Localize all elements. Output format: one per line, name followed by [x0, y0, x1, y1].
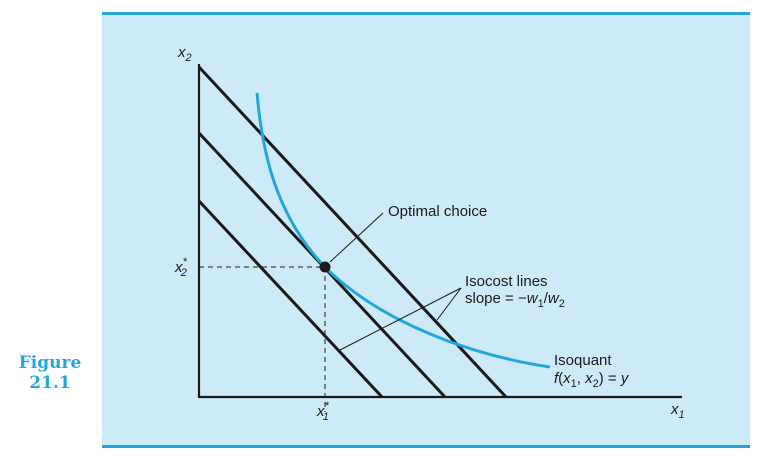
isoquant-function-label: f(x1, x2) = y	[554, 370, 630, 390]
isoquant-title-label: Isoquant	[554, 352, 612, 369]
y-star-label: x*2	[174, 256, 188, 279]
isocost-title-label: Isocost lines	[465, 273, 548, 290]
isocost-line-low	[197, 199, 384, 399]
x-star-label: x*1	[316, 400, 330, 423]
isocost-leader-line-1	[339, 287, 462, 351]
figure-label-word: Figure	[18, 353, 82, 373]
isocost-leader-line-2	[436, 287, 462, 321]
isocost-slope-label: slope = −w1/w2	[465, 290, 565, 310]
figure-label: Figure 21.1	[0, 353, 100, 394]
isocost-line-high	[197, 65, 508, 399]
x-axis-label: x1	[670, 401, 685, 421]
y-axis-label: x2	[177, 44, 192, 64]
optimal-choice-label: Optimal choice	[388, 203, 487, 220]
figure-label-number: 21.1	[29, 373, 71, 394]
isoquant-curve	[255, 92, 551, 369]
optimal-point	[319, 261, 331, 273]
optimal-leader-line	[329, 212, 384, 263]
